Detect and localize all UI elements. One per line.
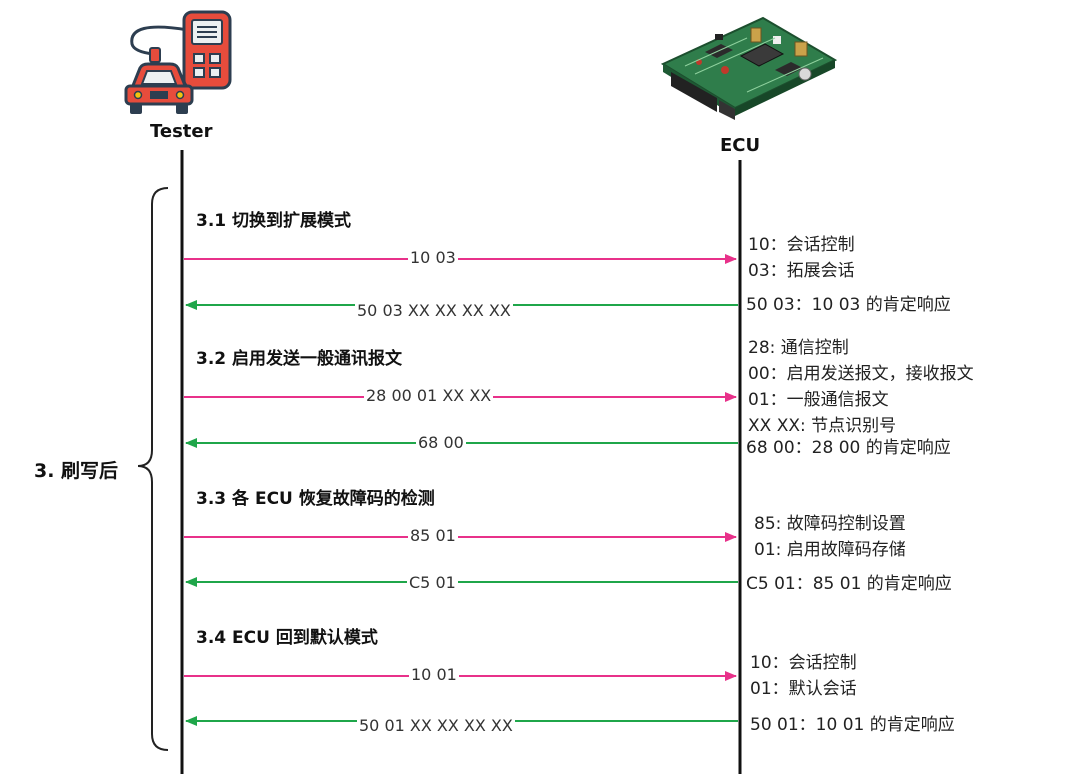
- response-label-3-3: C5 01: [407, 573, 458, 592]
- tester-label: Tester: [150, 121, 213, 142]
- desc-line: 28: 通信控制: [748, 338, 849, 358]
- request-desc-3-4: 10：会话控制 01：默认会话: [750, 650, 857, 702]
- desc-line: 01：默认会话: [750, 679, 857, 699]
- request-desc-3-1: 10：会话控制 03：拓展会话: [748, 232, 855, 284]
- ecu-label: ECU: [720, 135, 761, 156]
- response-desc-3-2: 68 00：28 00 的肯定响应: [746, 438, 951, 458]
- desc-line: XX XX: 节点识别号: [748, 416, 897, 436]
- desc-line: 10：会话控制: [748, 235, 855, 255]
- desc-line: 01: 启用故障码存储: [754, 540, 906, 560]
- request-label-3-2: 28 00 01 XX XX: [364, 386, 494, 405]
- request-desc-3-3: 85: 故障码控制设置 01: 启用故障码存储: [754, 511, 906, 563]
- car-with-diagnostic-tester-icon: [124, 10, 232, 114]
- response-desc-3-4: 50 01：10 01 的肯定响应: [750, 715, 955, 735]
- circuit-board-icon: [660, 16, 838, 120]
- step-title-3-2: 3.2 启用发送一般通讯报文: [196, 349, 403, 369]
- request-label-3-1: 10 03: [408, 248, 458, 267]
- desc-line: 10：会话控制: [750, 653, 857, 673]
- request-desc-3-2: 28: 通信控制 00：启用发送报文，接收报文 01：一般通信报文 XX XX:…: [748, 335, 974, 439]
- request-label-3-4: 10 01: [409, 665, 459, 684]
- response-label-3-1: 50 03 XX XX XX XX: [355, 301, 513, 320]
- step-title-3-4: 3.4 ECU 回到默认模式: [196, 628, 378, 648]
- desc-line: 03：拓展会话: [748, 261, 855, 281]
- desc-line: 85: 故障码控制设置: [754, 514, 906, 534]
- step-title-3-3: 3.3 各 ECU 恢复故障码的检测: [196, 489, 435, 509]
- step-title-3-1: 3.1 切换到扩展模式: [196, 211, 352, 231]
- response-desc-3-1: 50 03：10 03 的肯定响应: [746, 295, 951, 315]
- response-desc-3-3: C5 01：85 01 的肯定响应: [746, 574, 952, 594]
- request-label-3-3: 85 01: [408, 526, 458, 545]
- desc-line: 00：启用发送报文，接收报文: [748, 364, 974, 384]
- curly-bracket: [137, 187, 169, 751]
- desc-line: 01：一般通信报文: [748, 390, 889, 410]
- response-label-3-4: 50 01 XX XX XX XX: [357, 716, 515, 735]
- response-label-3-2: 68 00: [416, 433, 466, 452]
- bracket-label: 3. 刷写后: [34, 460, 119, 482]
